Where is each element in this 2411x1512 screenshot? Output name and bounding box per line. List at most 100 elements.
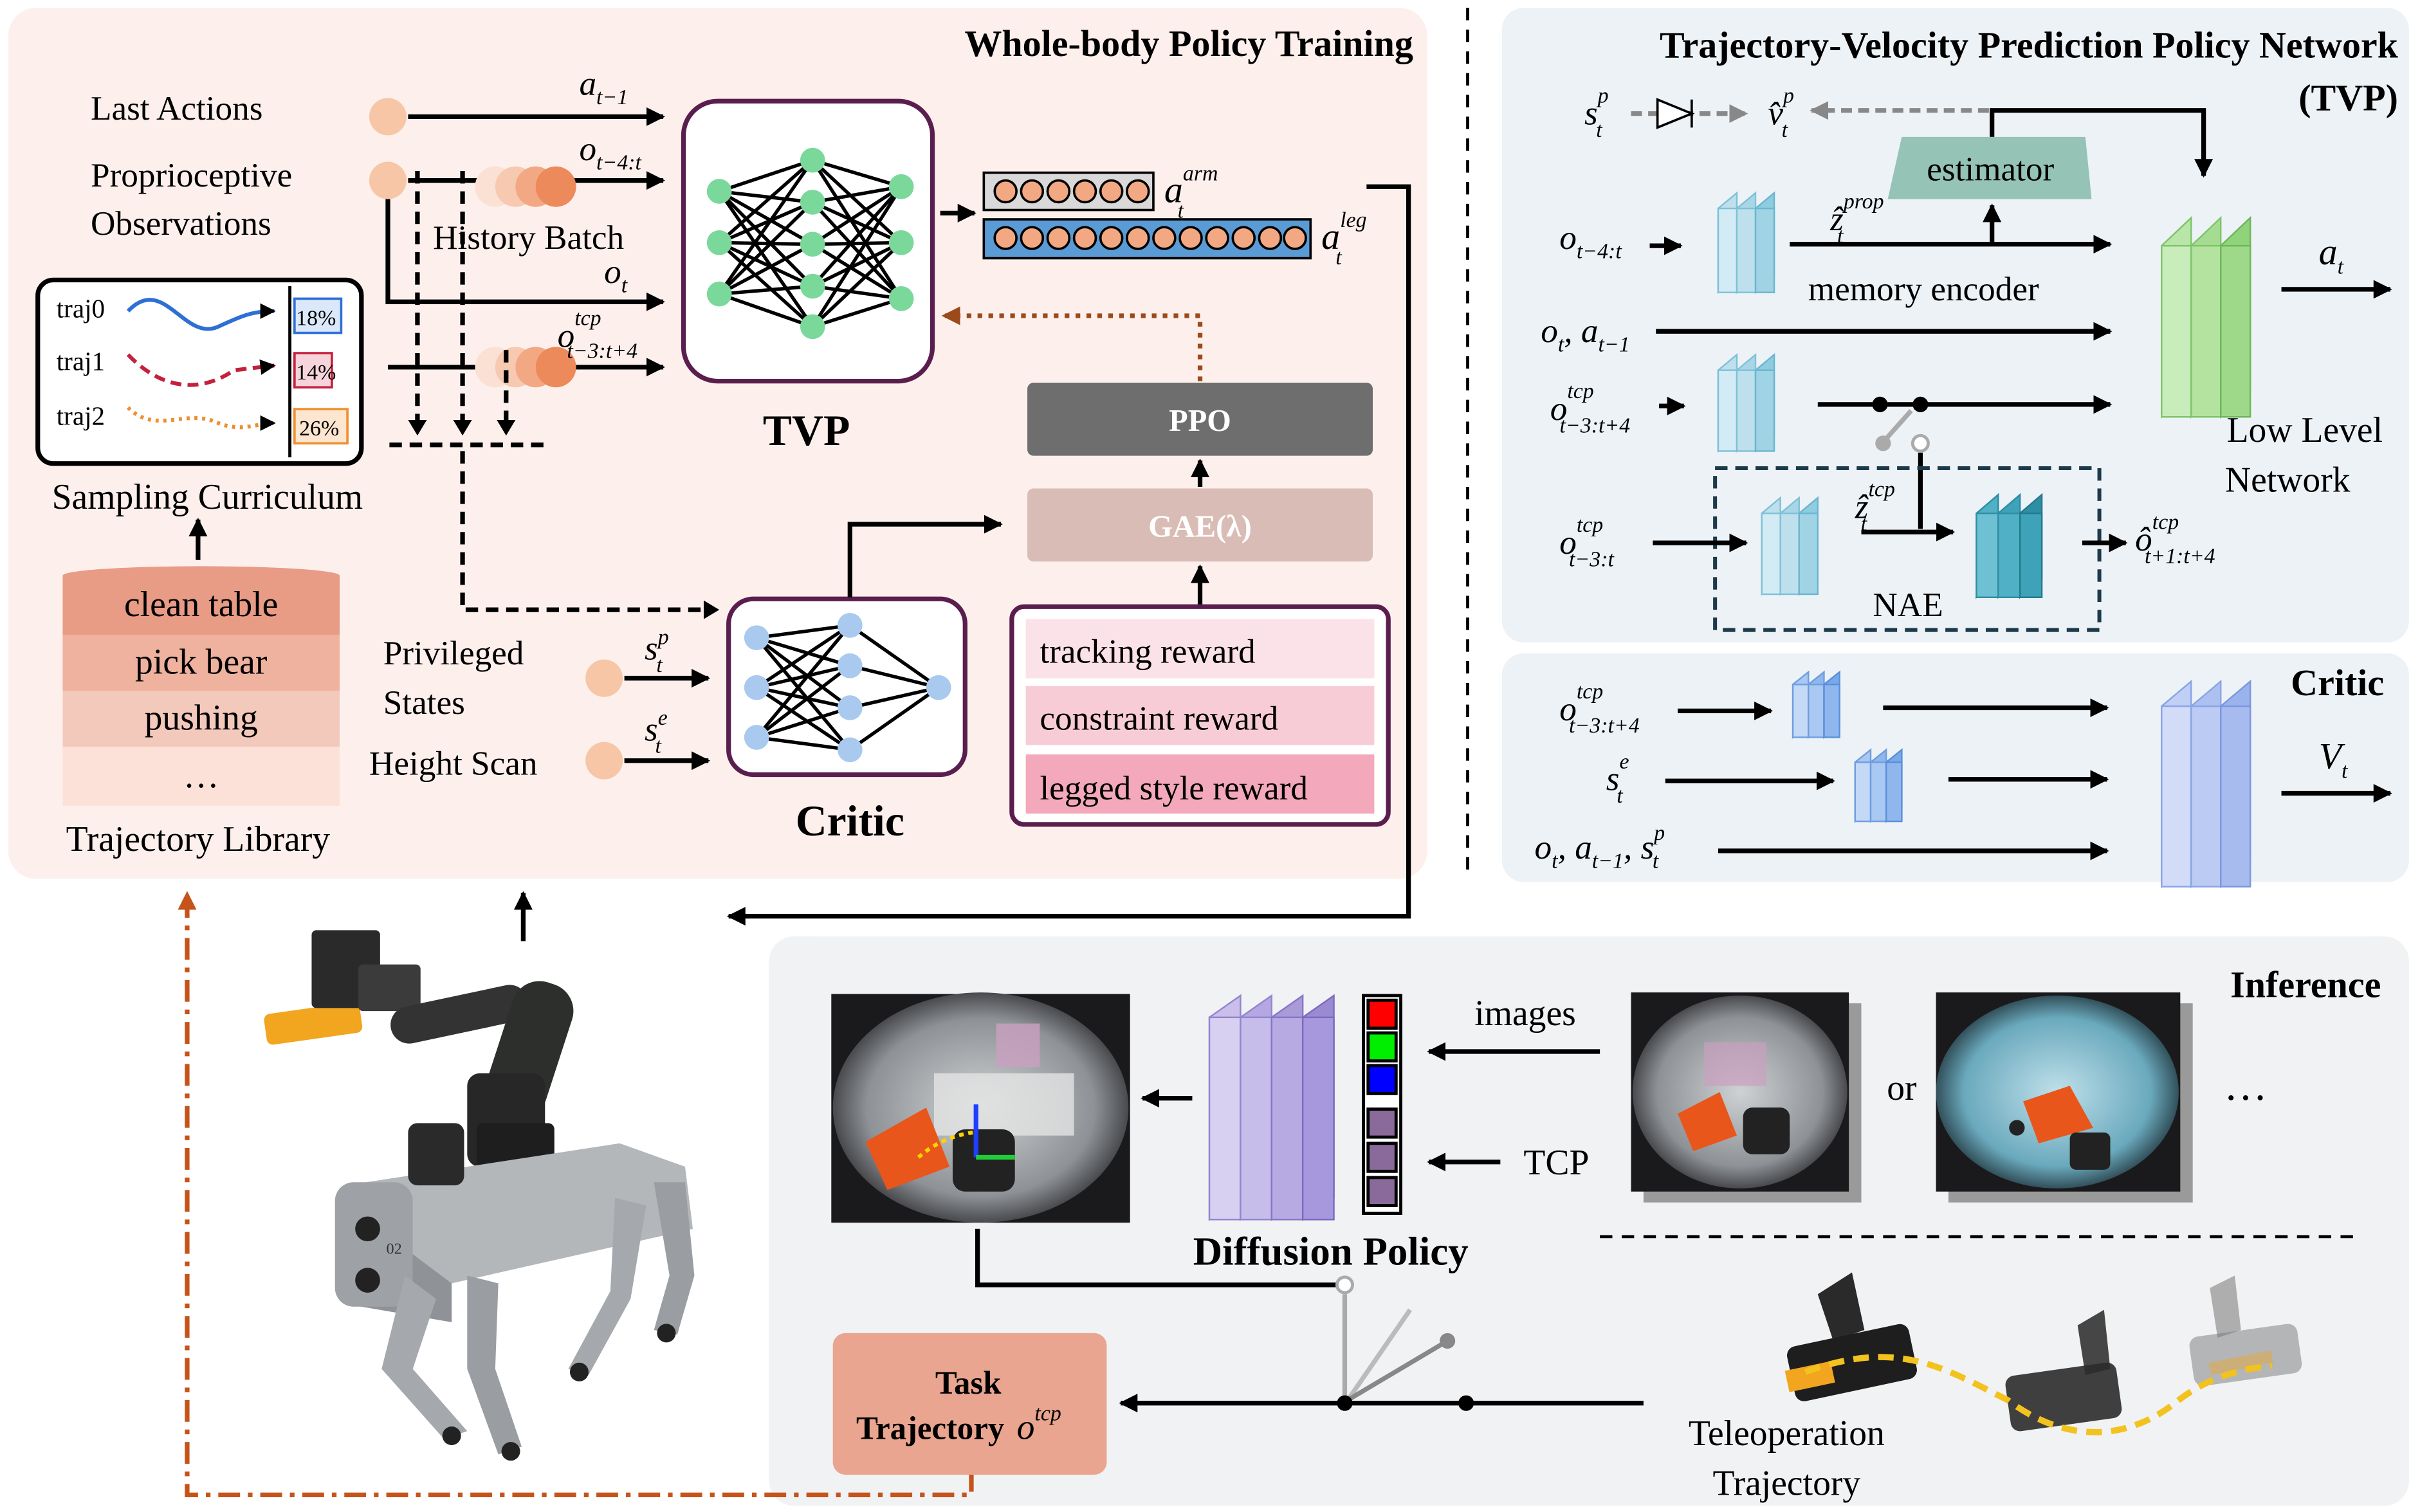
switch-node-2: [1912, 396, 1929, 412]
or-label: or: [1887, 1068, 1917, 1108]
svg-text:02: 02: [387, 1240, 402, 1257]
critic-label: Critic: [796, 797, 904, 845]
critic-to-gae-arrow: [847, 515, 1003, 597]
critic-value-network-block: [2161, 679, 2251, 889]
nae-box: [1713, 466, 2102, 632]
library-layer-4: [62, 743, 340, 806]
curriculum-box: [35, 277, 364, 466]
feature-token-column: [1362, 994, 1402, 1216]
privileged-node: [585, 659, 623, 697]
library-layer-1: [62, 575, 340, 635]
output-camera-view: [831, 992, 1130, 1223]
style-reward-label: legged style reward: [1040, 769, 1308, 807]
teleop-label-1: Teleoperation: [1689, 1414, 1885, 1453]
tvp-network-edges: [717, 158, 903, 329]
leg-action-circles: [993, 226, 1307, 250]
library-item-3: …: [183, 756, 219, 796]
low-level-label-2: Network: [2225, 460, 2351, 500]
v-t-label: Vt: [2319, 735, 2349, 783]
estimator-box: [1887, 136, 2092, 199]
switch-lever: [1884, 409, 1913, 441]
tvp-panel-title-1: Trajectory-Velocity Prediction Policy Ne…: [1660, 24, 2399, 66]
switch-node-1: [1872, 396, 1888, 412]
traj2-pct: 26%: [299, 417, 339, 441]
tcp-encoder-block: [1717, 352, 1775, 453]
traj1-pct-box: [293, 352, 333, 389]
constraint-reward-label: constraint reward: [1040, 699, 1278, 737]
last-actions-label: Last Actions: [91, 89, 262, 127]
library-item-1: pick bear: [135, 642, 268, 682]
switch-arm-light: [1346, 1308, 1413, 1401]
switch-open-node: [1335, 1275, 1354, 1295]
o-hist-label: ot−4:t: [579, 130, 642, 175]
input-camera-stack-2: [1936, 992, 2193, 1203]
traj0-pct: 18%: [296, 307, 336, 331]
style-reward-bg: [1025, 754, 1375, 814]
a-t-label: at: [2319, 231, 2345, 279]
gae-label: GAE(λ): [1148, 509, 1252, 543]
sampling-dashes: [389, 171, 713, 612]
input-camera-stack-1: [1631, 992, 1862, 1203]
diffusion-output-line: [975, 1228, 1345, 1288]
nae-label: NAE: [1873, 586, 1943, 624]
teleop-gripper-images: [1784, 1272, 2302, 1432]
task-to-library-loop: [178, 891, 974, 1498]
tracking-reward-label: tracking reward: [1040, 632, 1255, 670]
privileged-label-2: States: [383, 684, 465, 722]
library-layer-3: [62, 688, 340, 747]
traj0-label: traj0: [57, 293, 105, 323]
gae-box: [1027, 488, 1373, 562]
switch-node-dark: [1440, 1333, 1456, 1349]
curriculum-label: Sampling Curriculum: [52, 477, 363, 517]
tracking-reward-bg: [1025, 619, 1375, 679]
traj0-pct-box: [293, 297, 343, 334]
tvp-o-hist-label: ot−4:t: [1559, 219, 1622, 264]
tcp-dot-4: [535, 347, 576, 388]
switch-node-4: [1911, 433, 1930, 453]
critic-network-edges: [755, 623, 940, 752]
traj2-pct-box: [293, 408, 349, 445]
memory-encoder-label: memory encoder: [1808, 270, 2039, 308]
tcp-input-label: TCP: [1523, 1143, 1589, 1183]
task-label-1: Task: [935, 1365, 1002, 1401]
traj2-label: traj2: [57, 401, 105, 430]
critic-scan-encoder-block: [1854, 748, 1903, 823]
last-actions-node: [369, 98, 407, 136]
library-item-2: pushing: [145, 698, 258, 738]
tvp-panel: [1501, 8, 2409, 642]
nae-decoder-block: [1976, 493, 2043, 599]
images-label: images: [1474, 994, 1576, 1034]
history-dot-4: [535, 166, 576, 207]
switch-arm-dark: [1346, 1338, 1449, 1402]
critic-panel-title: Critic: [2291, 662, 2384, 704]
library-layer-2: [62, 632, 340, 691]
library-top: [62, 566, 340, 585]
height-scan-label: Height Scan: [369, 745, 538, 783]
action-to-robot-arrow: [726, 184, 1411, 926]
proprio-label-1: Proprioceptive: [91, 156, 292, 194]
switch-node-pivot: [1337, 1395, 1353, 1411]
o-t-label: ot: [604, 253, 628, 298]
switch-node-3: [1875, 435, 1891, 451]
traj1-curve: [126, 353, 276, 387]
low-level-network-block: [2161, 215, 2251, 419]
constraint-reward-bg: [1025, 686, 1375, 745]
training-title: Whole-body Policy Training: [964, 23, 1413, 64]
tvp-panel-title-2: (TVP): [2298, 77, 2398, 119]
task-trajectory-box: [832, 1333, 1107, 1475]
switch-node-teleop: [1458, 1395, 1474, 1411]
nae-encoder-block: [1761, 496, 1819, 596]
robot-image: 02: [264, 930, 695, 1461]
more-images-ellipsis: …: [2224, 1061, 2268, 1109]
proprio-label-2: Observations: [91, 205, 271, 242]
teleop-label-2: Trajectory: [1713, 1463, 1861, 1503]
